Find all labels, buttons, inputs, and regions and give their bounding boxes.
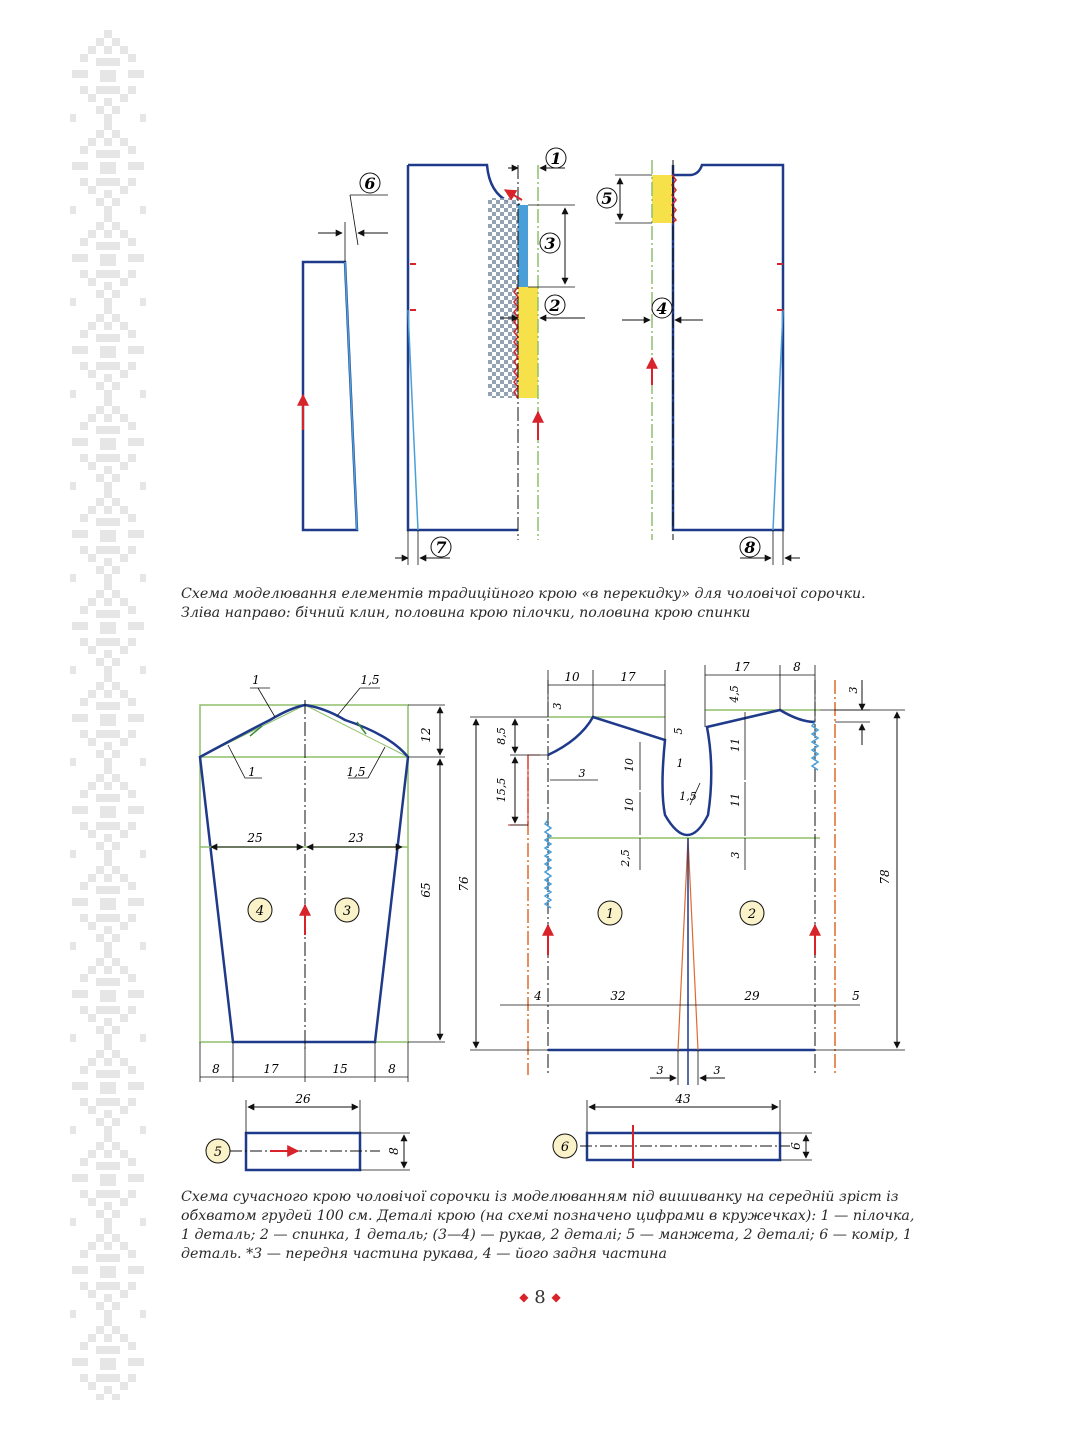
figure1-caption: Схема моделювання елементів традиційного… (181, 586, 866, 621)
marker-8-text: 8 (743, 538, 755, 557)
collar-part-6-text: 6 (561, 1140, 569, 1155)
body-dim-8-5: 8,5 (495, 727, 508, 745)
body-part-1-text: 1 (606, 907, 614, 922)
sleeve-width-right: 23 (347, 831, 364, 845)
marker-2: 2 (544, 294, 566, 316)
marker-4: 4 (651, 297, 673, 319)
cuff-height: 8 (387, 1147, 401, 1155)
body-dim-4-5: 4,5 (728, 685, 741, 704)
sleeve-label-bottom-1-5: 1,5 (346, 765, 365, 779)
sleeve-width-left: 25 (246, 831, 262, 845)
body-dim-76: 76 (457, 876, 471, 892)
marker-1: 1 (545, 147, 567, 169)
body-dim-5: 5 (672, 728, 685, 735)
body-bottom-3-right: 3 (714, 1064, 721, 1077)
body-dim-15-5: 15,5 (495, 778, 508, 803)
body-dim-slit-3: 3 (579, 767, 586, 780)
sleeve-bottom-8-left: 8 (212, 1062, 220, 1076)
diamond-icon: ◆ (551, 1290, 561, 1304)
body-label-1-5: 1,5 (679, 790, 697, 803)
cuff-pattern: 5 26 8 (205, 1092, 410, 1172)
page-number-text: 8 (534, 1287, 546, 1308)
diamond-icon: ◆ (519, 1290, 529, 1304)
marker-2-text: 2 (548, 296, 560, 315)
body-part-1: 1 (597, 900, 623, 926)
marker-6-text: 6 (364, 174, 375, 193)
sleeve-label-top-1: 1 (252, 673, 260, 687)
marker-7: 7 (430, 536, 452, 558)
body-label-1: 1 (677, 757, 684, 770)
marker-8: 8 (739, 536, 761, 558)
cuff-part-5: 5 (205, 1138, 231, 1164)
collar-width: 43 (674, 1092, 691, 1106)
sleeve-label-bottom-1: 1 (248, 765, 256, 779)
side-gusset (297, 194, 388, 532)
sleeve-label-top-1-5: 1,5 (360, 673, 379, 687)
cuff-part-5-text: 5 (214, 1145, 222, 1160)
sleeve-pattern: 4 3 1 1,5 1 1,5 25 23 12 65 8 17 15 8 (198, 673, 445, 1082)
back-half (615, 160, 800, 565)
body-pattern: 1 2 10 17 (457, 660, 905, 1085)
body-width-4: 4 (533, 989, 542, 1003)
sleeve-part-4: 4 (247, 897, 273, 923)
sleeve-length: 65 (419, 882, 433, 897)
body-part-2-text: 2 (747, 907, 756, 922)
body-dim-8-right: 8 (793, 660, 801, 674)
marker-3: 3 (539, 232, 561, 254)
collar-part-6: 6 (552, 1133, 578, 1159)
body-dim-11-lower: 11 (729, 793, 742, 807)
sleeve-part-3-text: 3 (343, 904, 351, 919)
body-dim-10: 10 (564, 670, 580, 684)
body-dim-11-upper: 11 (729, 738, 742, 752)
body-dim-3-lower: 3 (729, 852, 742, 859)
marker-5: 5 (596, 187, 618, 209)
collar-pattern: 6 43 6 (552, 1092, 812, 1168)
body-dim-10-lower: 10 (623, 798, 636, 812)
sleeve-cap-height: 12 (419, 727, 433, 742)
marker-1-text: 1 (550, 149, 561, 168)
body-dim-17-left: 17 (620, 670, 636, 684)
cuff-width: 26 (294, 1092, 311, 1106)
marker-5-text: 5 (601, 189, 612, 208)
sleeve-part-3: 3 (334, 897, 360, 923)
embroidery-ornament-border (70, 30, 146, 1400)
sleeve-bottom-15: 15 (332, 1062, 347, 1076)
body-width-5: 5 (852, 989, 860, 1003)
sleeve-bottom-17: 17 (263, 1062, 279, 1076)
marker-6: 6 (359, 172, 381, 194)
body-width-29: 29 (743, 989, 760, 1003)
body-part-2: 2 (739, 900, 765, 926)
body-dim-17-right: 17 (734, 660, 750, 674)
front-half (395, 163, 585, 565)
marker-4-text: 4 (656, 299, 667, 318)
body-bottom-3-left: 3 (657, 1064, 664, 1077)
body-dim-78: 78 (878, 869, 892, 885)
collar-height: 6 (789, 1142, 803, 1150)
body-dim-right-3: 3 (847, 687, 860, 694)
figure-traditional-cut: 6 1 3 2 5 4 7 8 (297, 147, 800, 565)
sleeve-part-4-text: 4 (255, 904, 264, 919)
body-dim-neck-3: 3 (551, 703, 564, 710)
marker-7-text: 7 (435, 538, 446, 557)
body-dim-2-5: 2,5 (619, 849, 632, 868)
body-dim-10-upper: 10 (623, 758, 636, 772)
marker-3-text: 3 (544, 234, 555, 253)
sleeve-bottom-8-right: 8 (388, 1062, 396, 1076)
page-number: ◆ 8 ◆ (0, 1287, 1080, 1308)
figure2-caption: Схема сучасного крою чоловічої сорочки і… (181, 1189, 915, 1262)
body-width-32: 32 (610, 989, 625, 1003)
